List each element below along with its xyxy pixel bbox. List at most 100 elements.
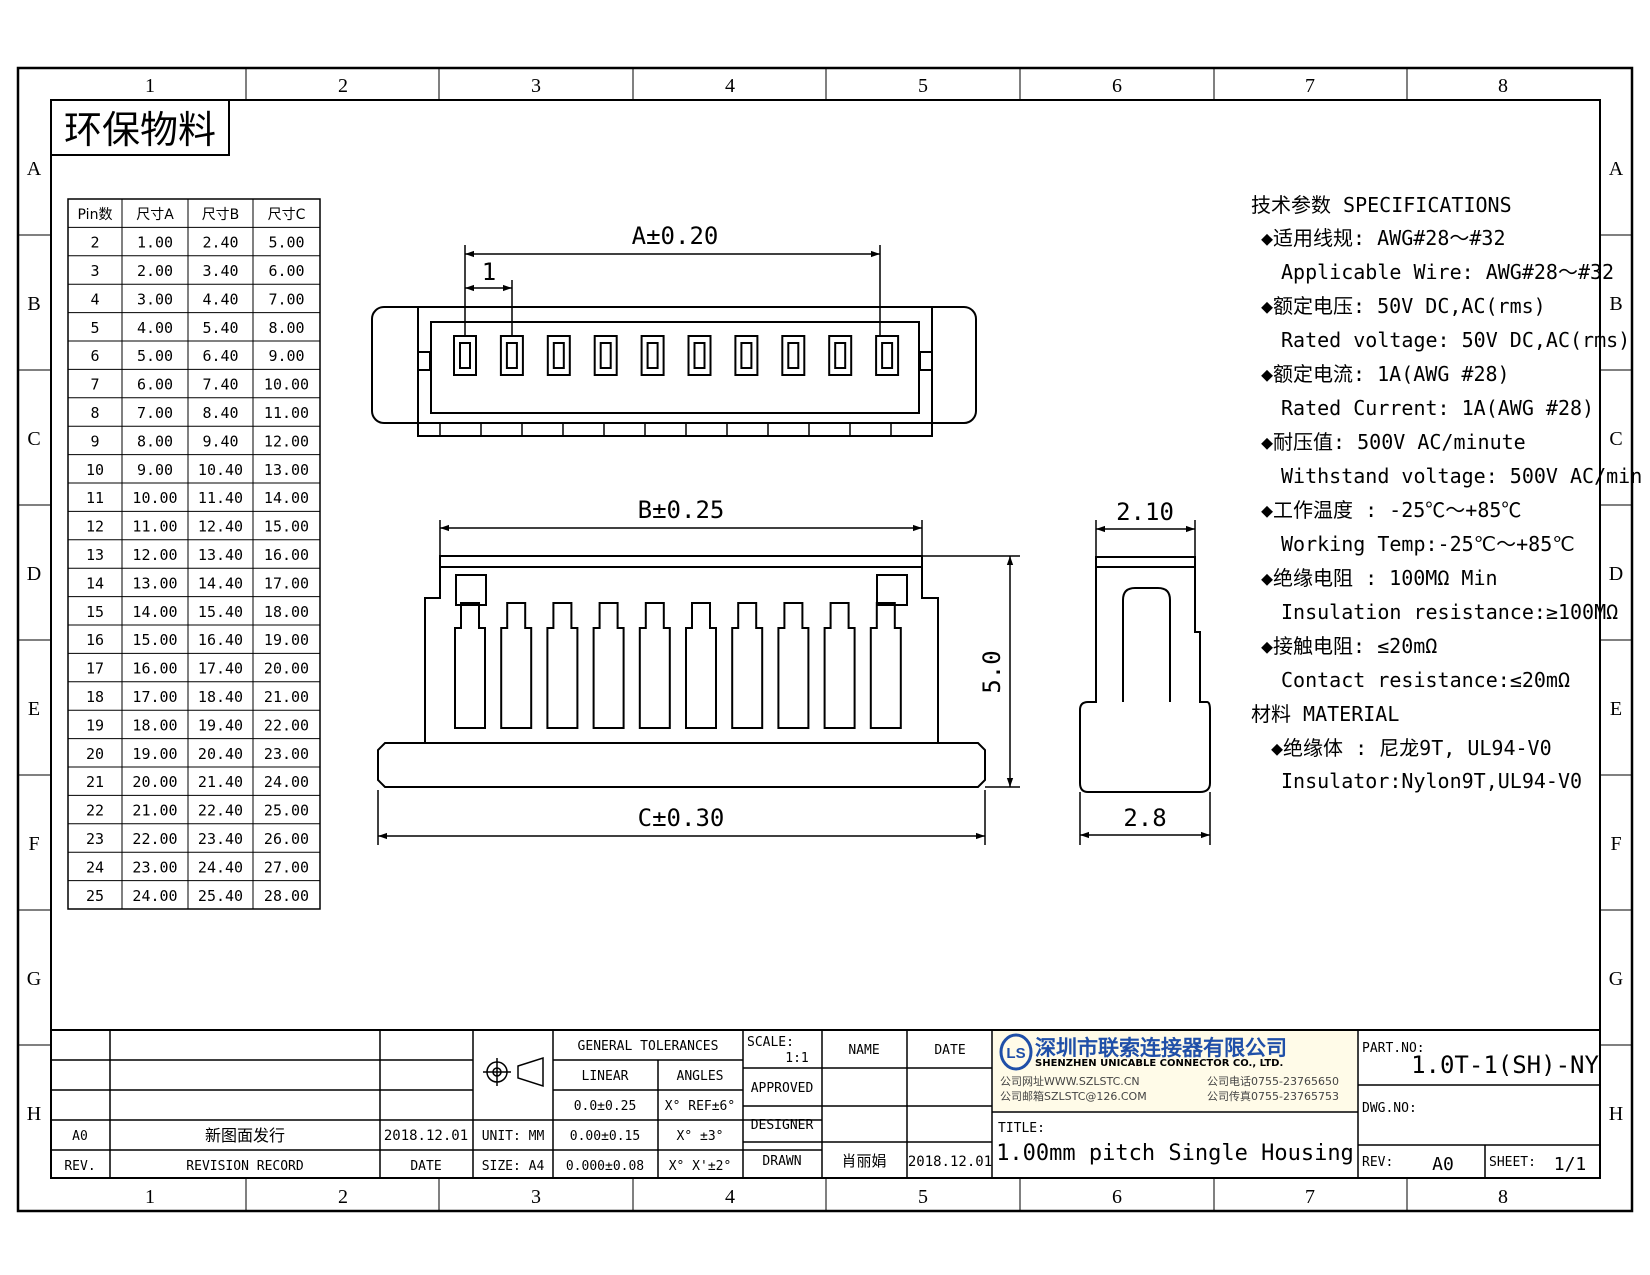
contact-cavity: [823, 602, 856, 729]
revision-record-label: REVISION RECORD: [186, 1159, 304, 1174]
pin-table-cell: 13.00: [132, 574, 177, 592]
contact-slot-inner: [505, 342, 518, 369]
contact-slot: [499, 335, 524, 376]
revision-record: 新图面发行: [205, 1126, 285, 1145]
date-col-label: DATE: [934, 1043, 965, 1058]
contact-slot: [640, 335, 665, 376]
contact-slot: [593, 335, 618, 376]
pin-table-cell: 5: [90, 319, 99, 337]
pin-table-cell: 20.40: [198, 745, 243, 763]
title-label: TITLE:: [998, 1121, 1045, 1136]
drawing-title: 1.00mm pitch Single Housing: [996, 1141, 1354, 1166]
pin-table-cell: 11.40: [198, 489, 243, 507]
dim-side-bottom-label: 2.8: [1123, 804, 1166, 832]
eco-label: 环保物料: [50, 99, 230, 156]
date-column-label: DATE: [410, 1159, 441, 1174]
spec-line: Rated Current: 1A(AWG #28): [1281, 396, 1594, 420]
company-fax: 公司传真0755-23765753: [1207, 1089, 1339, 1103]
contact-cavity: [777, 602, 810, 729]
zone-col-bottom-8: 8: [1498, 1186, 1508, 1208]
spec-line: ◆耐压值: 500V AC/minute: [1261, 430, 1526, 454]
drawn-label: DRAWN: [762, 1154, 801, 1169]
pin-table-cell: 6.00: [137, 376, 173, 394]
pin-table-cell: 10.00: [264, 376, 309, 394]
pin-table-cell: 2: [90, 234, 99, 252]
pin-table-cell: 9.40: [202, 432, 238, 450]
pin-table-cell: 25.00: [264, 802, 309, 820]
spec-line: ◆绝缘电阻 : 100MΩ Min: [1261, 566, 1498, 590]
contact-slot: [687, 335, 712, 376]
contact-slot: [453, 335, 477, 376]
pin-table-cell: 18.00: [264, 603, 309, 621]
zone-col-bottom-3: 3: [531, 1186, 541, 1208]
spec-line: ◆工作温度 : -25℃～+85℃: [1261, 498, 1521, 522]
pin-table-cell: 26.00: [264, 830, 309, 848]
company-mail: 公司邮箱SZLSTC@126.COM: [1000, 1089, 1147, 1103]
zone-row-left-c: C: [27, 428, 40, 450]
dwg-no-label: DWG.NO:: [1362, 1101, 1417, 1116]
drawn-name: 肖丽娟: [841, 1152, 886, 1170]
pin-table-cell: 1.00: [137, 234, 173, 252]
zone-row-left-a: A: [27, 158, 42, 180]
pin-table-header: 尺寸B: [202, 207, 240, 223]
pin-table-cell: 12.40: [198, 518, 243, 536]
pin-table-cell: 8.00: [268, 319, 304, 337]
contact-slot-inner: [834, 342, 847, 369]
contact-slot-inner: [740, 342, 753, 369]
pin-table-cell: 9: [90, 432, 99, 450]
pin-table-cell: 15.00: [132, 631, 177, 649]
zone-col-bottom-7: 7: [1305, 1186, 1315, 1208]
pin-table-cell: 8: [90, 404, 99, 422]
pin-table-cell: 23: [86, 830, 104, 848]
contact-slot-inner: [552, 342, 565, 369]
pin-table-header: 尺寸A: [136, 207, 174, 223]
spec-line: ◆适用线规: AWG#28～#32: [1261, 226, 1506, 250]
company-tel: 公司电话0755-23765650: [1207, 1075, 1339, 1088]
drawn-date: 2018.12.01: [908, 1154, 992, 1170]
material-line: Insulator:Nylon9T,UL94-V0: [1281, 769, 1582, 793]
linear-label: LINEAR: [582, 1069, 629, 1084]
name-column-label: NAME: [848, 1043, 879, 1058]
pin-table-cell: 18.00: [132, 716, 177, 734]
pin-table-cell: 3.00: [137, 290, 173, 308]
contact-slot-inner: [881, 342, 894, 369]
zone-col-top-6: 6: [1112, 75, 1122, 97]
contact-cavity: [454, 602, 486, 729]
sheet-value: 1/1: [1554, 1154, 1587, 1175]
revision-date: 2018.12.01: [384, 1128, 468, 1144]
unit-label: UNIT: MM: [482, 1129, 545, 1144]
spec-line: Working Temp:-25℃～+85℃: [1281, 532, 1575, 556]
pin-table-cell: 23.00: [132, 858, 177, 876]
projection-symbol-icon: [483, 1056, 544, 1088]
revision-rev: A0: [72, 1129, 88, 1144]
contact-cavity: [546, 602, 579, 729]
pin-table-cell: 12: [86, 518, 104, 536]
contact-slot-inner: [693, 342, 706, 369]
zone-row-left-b: B: [27, 293, 40, 315]
zone-col-top-1: 1: [145, 75, 155, 97]
material-heading: 材料 MATERIAL: [1251, 702, 1399, 726]
spec-line: Insulation resistance:≥100MΩ: [1281, 600, 1618, 624]
pin-table-cell: 14.00: [132, 603, 177, 621]
zone-row-left-h: H: [27, 1103, 41, 1125]
contact-cavity: [869, 602, 902, 729]
pin-table-cell: 11.00: [132, 518, 177, 536]
zone-row-left-f: F: [28, 833, 39, 855]
pin-table-cell: 23.00: [264, 745, 309, 763]
title-block: LS 深圳市联索连接器有限公司 SHENZHEN UNICABLE CONNEC…: [51, 1029, 1600, 1178]
pin-table-cell: 27.00: [264, 858, 309, 876]
sheet-label: SHEET:: [1489, 1155, 1536, 1170]
company-box: [993, 1031, 1357, 1111]
zone-col-top-3: 3: [531, 75, 541, 97]
pin-table-cell: 24.00: [264, 773, 309, 791]
pin-table-cell: 24.40: [198, 858, 243, 876]
contact-cavity: [685, 602, 717, 729]
top-view-ribs: [439, 423, 892, 436]
contact-cavity: [638, 602, 671, 729]
contact-slot: [734, 335, 759, 376]
spec-line: Applicable Wire: AWG#28～#32: [1281, 260, 1614, 284]
spec-line: ◆额定电流: 1A(AWG #28): [1261, 362, 1510, 386]
specifications: 技术参数 SPECIFICATIONS ◆适用线规: AWG#28～#32 Ap…: [1251, 193, 1642, 793]
pin-table-cell: 11: [86, 489, 104, 507]
front-view-teeth: [454, 602, 902, 729]
